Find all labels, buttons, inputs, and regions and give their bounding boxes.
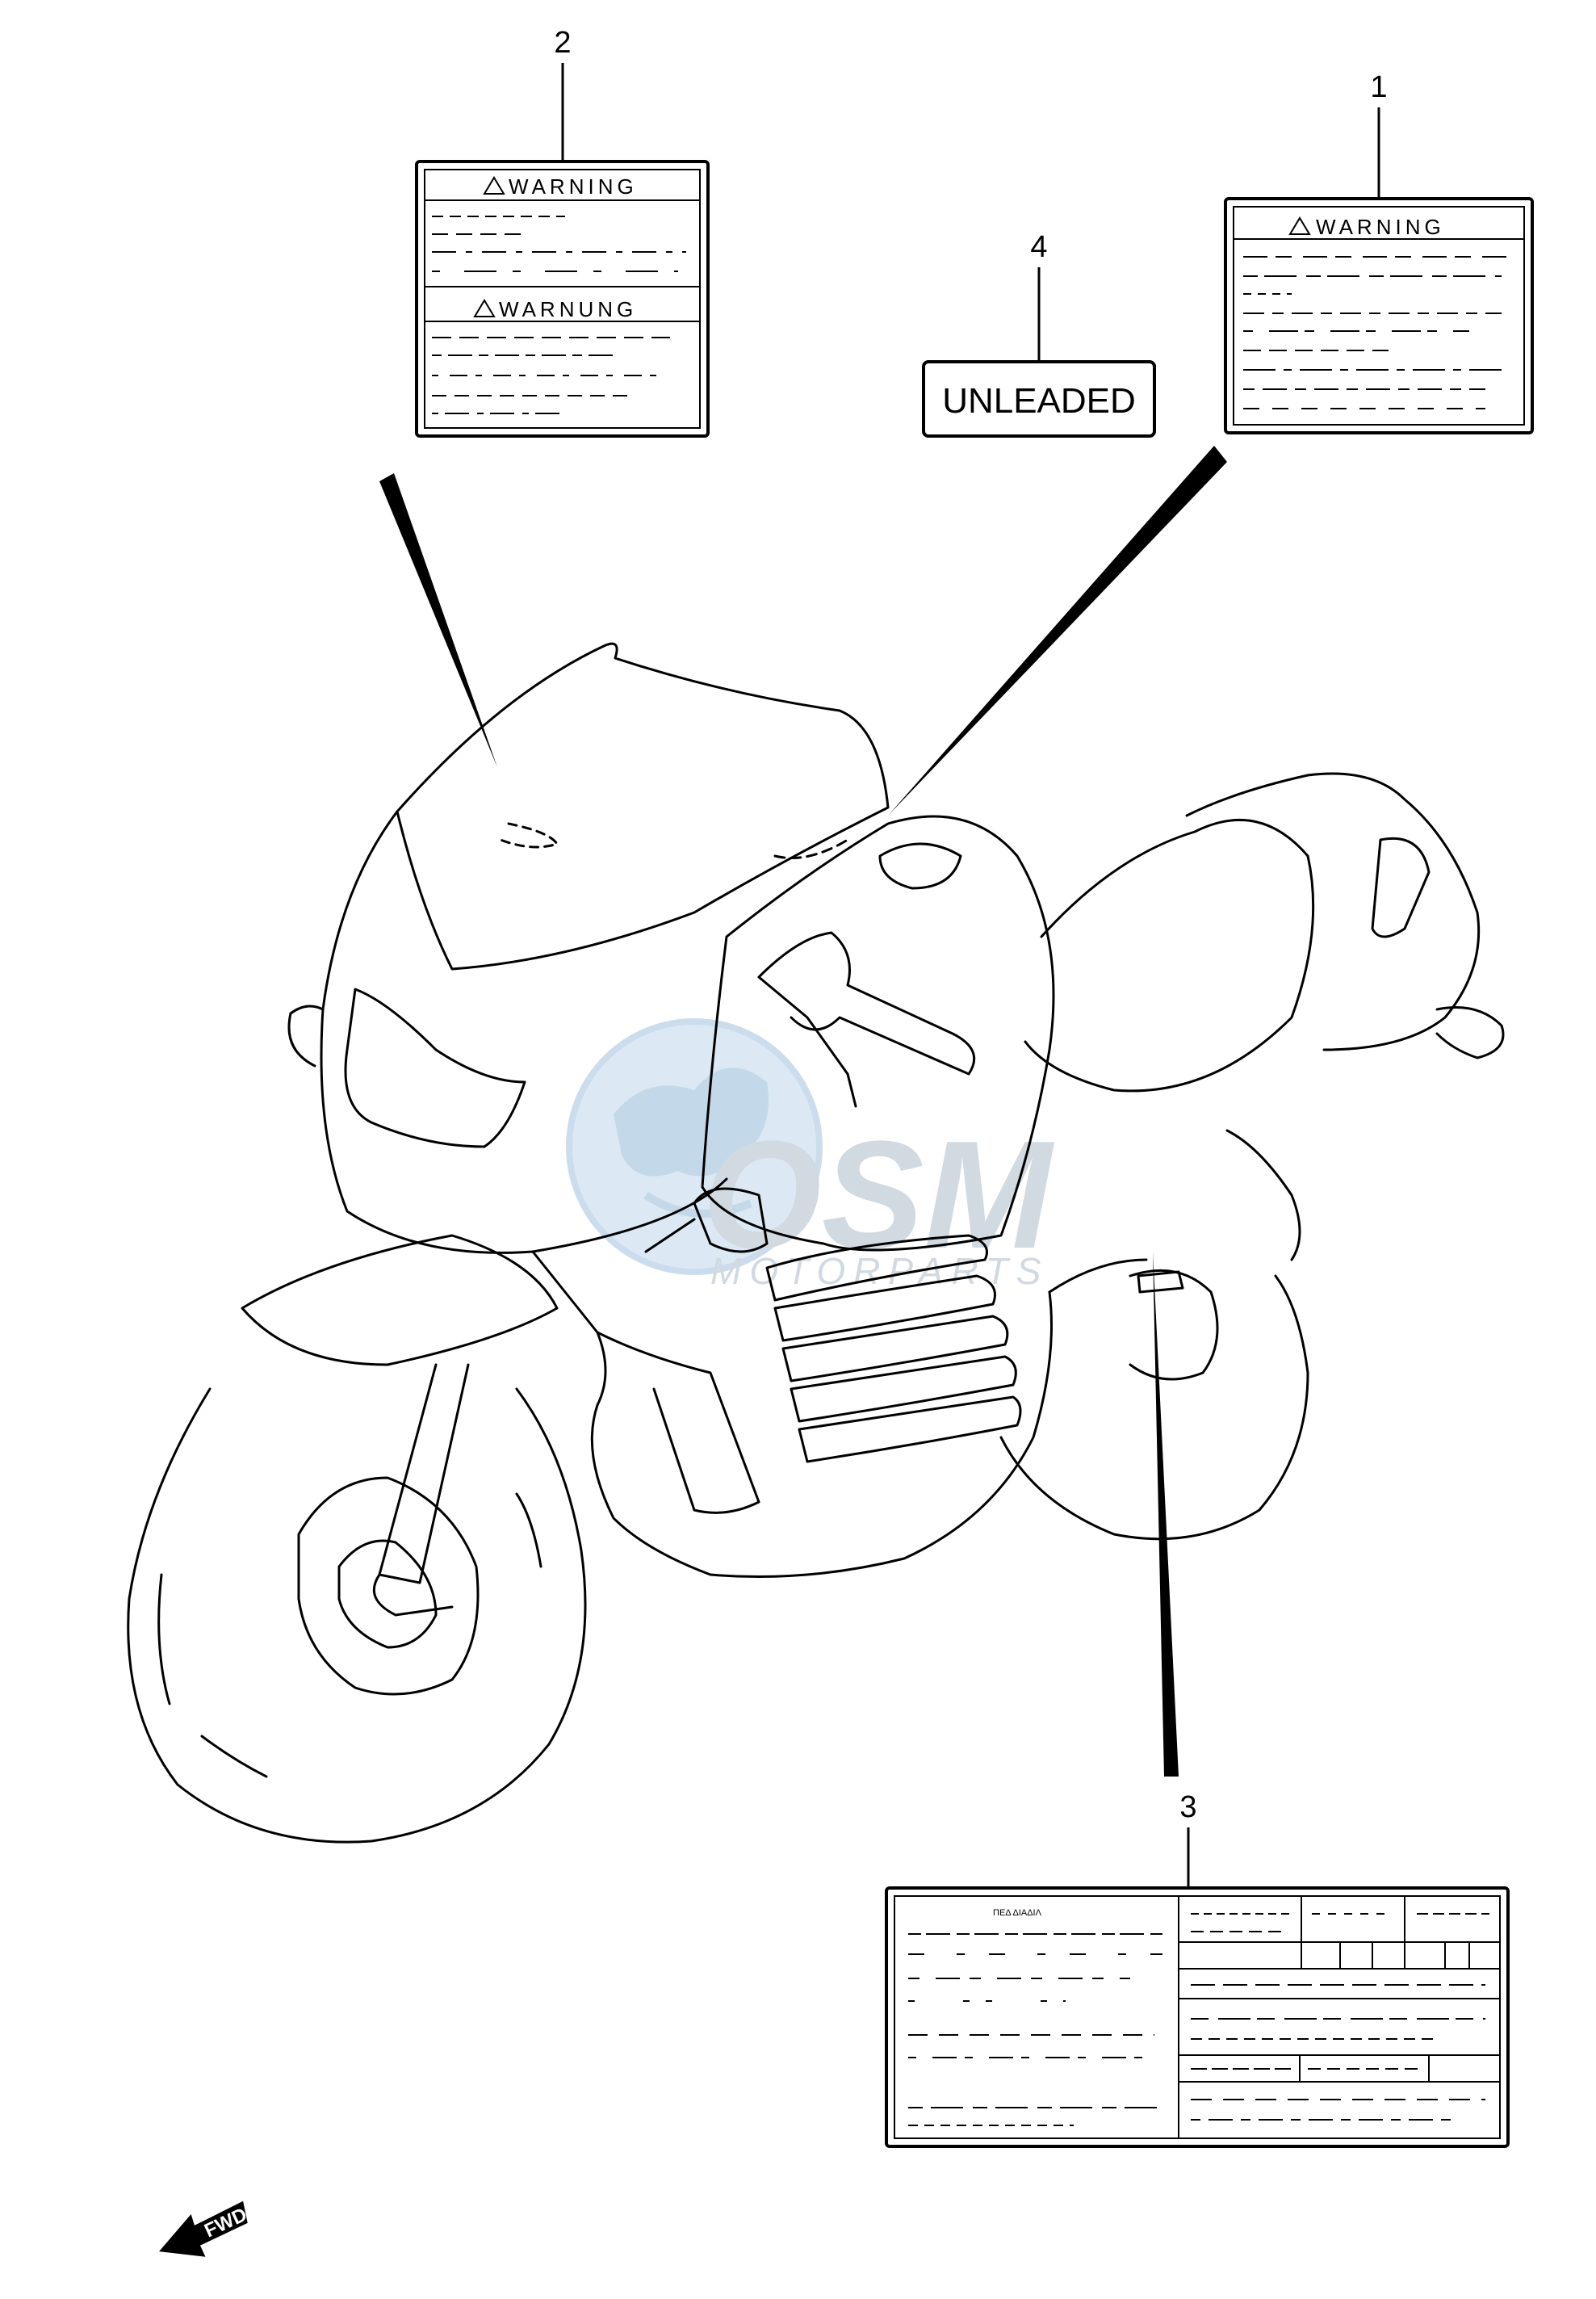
watermark-tagline: MOTORPARTS (710, 1250, 1049, 1292)
watermark: OSM MOTORPARTS (566, 1018, 1055, 1292)
forward-direction-marker: FWD (159, 2200, 250, 2257)
side-vents (765, 1234, 1022, 1463)
motorcycle-outline (127, 642, 1505, 1844)
fine-print (432, 216, 686, 414)
warning-triangle-icon (473, 299, 496, 317)
pointer-label-1-4 (888, 446, 1227, 816)
callout-1: 1 (1370, 70, 1388, 199)
label-4-text: UNLEADED (942, 381, 1136, 421)
label-1-heading: WARNING (1316, 215, 1445, 239)
fwd-text: FWD (201, 2204, 250, 2242)
fine-print (908, 1913, 1489, 2126)
label-3-information: ΠΕΔ ΔΙΑΔΙΛ (885, 1886, 1510, 2148)
label-2-warning-bilingual: WARNING WARNUNG (415, 160, 710, 438)
callout-3: 3 (1179, 1790, 1197, 1888)
warning-triangle-icon (483, 176, 505, 195)
forward-arrow-icon (159, 2200, 248, 2257)
warning-triangle-icon (1288, 216, 1311, 235)
label-2-heading-bottom: WARNUNG (499, 297, 637, 321)
label-2-heading-top: WARNING (509, 174, 638, 199)
callout-4: 4 (1030, 230, 1048, 362)
label-1-warning: WARNING (1224, 197, 1534, 434)
callout-number: 3 (1179, 1790, 1196, 1824)
pointer-label-2 (379, 473, 497, 767)
pointer-label-3 (1153, 1252, 1179, 1777)
globe-icon (566, 1018, 823, 1275)
callout-number: 4 (1030, 230, 1047, 264)
fine-print (1243, 256, 1510, 409)
watermark-brand: OSM (702, 1110, 1055, 1281)
label-3-title: ΠΕΔ ΔΙΑΔΙΛ (993, 1908, 1042, 1918)
callout-number: 1 (1370, 70, 1387, 104)
label-4-unleaded: UNLEADED (922, 360, 1156, 438)
callout-number: 2 (554, 26, 571, 60)
callout-2: 2 (554, 26, 572, 162)
